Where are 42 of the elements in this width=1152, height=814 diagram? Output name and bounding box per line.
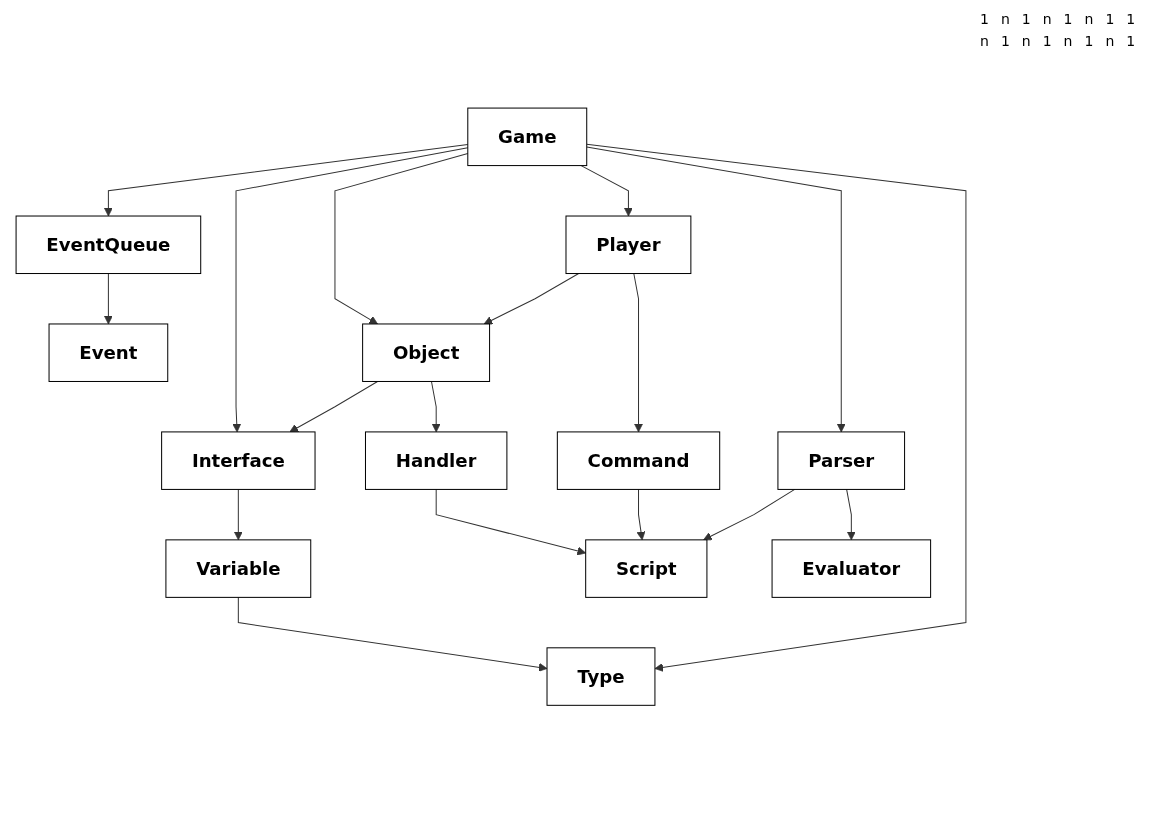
multiplicity-label: 1 [1126,33,1136,49]
node-box: Evaluator [771,539,932,599]
multiplicity-label: 1 [1042,33,1052,49]
arrow [636,489,646,541]
arrow [483,273,580,325]
multiplicity-label: 1 [1126,11,1136,27]
arrow [846,489,856,541]
arrow [586,146,846,433]
multiplicity-label: 1 [1105,11,1115,27]
multiplicity-label: n [1042,11,1052,27]
multiplicity-label: 1 [1000,33,1010,49]
arrow [289,381,379,433]
arrow [237,597,548,673]
multiplicity-label: n [1084,11,1094,27]
multiplicity-label: 1 [1021,11,1031,27]
node-box: Variable [165,539,312,599]
node-box: EventQueue [15,215,202,275]
arrow [430,381,441,433]
multiplicity-label: 1 [1063,11,1073,27]
node-box: Command [556,431,721,491]
arrow [633,273,643,433]
node-box: Player [565,215,692,275]
arrow [233,489,243,541]
multiplicity-label: n [1000,11,1010,27]
node-box: Script [585,539,708,599]
node-box: Game [467,107,588,167]
node-box: Interface [161,431,316,491]
node-box: Parser [777,431,906,491]
multiplicity-label: n [1063,33,1073,49]
multiplicity-label: n [980,33,989,49]
arrow [103,273,113,325]
node-box: Event [48,323,169,383]
multiplicity-label: n [1105,33,1115,49]
multiplicity-label: n [1021,33,1031,49]
node-box: Object [362,323,491,383]
arrow [703,489,796,541]
node-box: Type [546,647,656,707]
arrow [580,165,633,217]
node-box: Handler [364,431,508,491]
arrow [586,143,967,673]
multiplicity-label: 1 [980,11,989,27]
multiplicity-label: 1 [1084,33,1094,49]
